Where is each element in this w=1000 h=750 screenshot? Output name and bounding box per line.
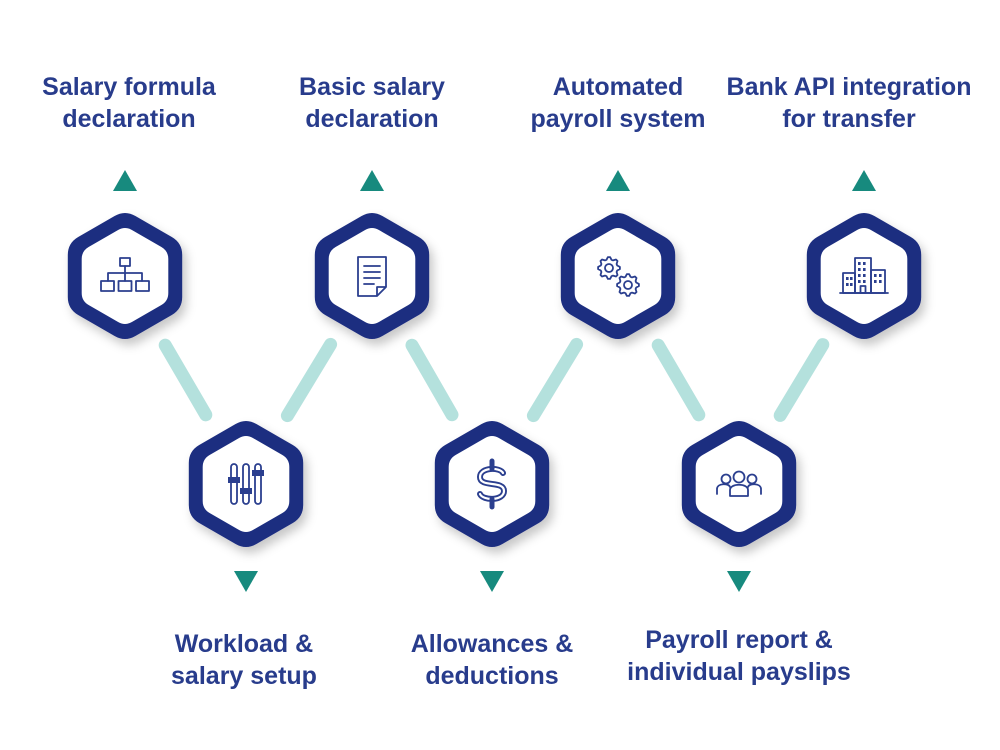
- hexagon-inner: [328, 228, 416, 324]
- connector-line: [280, 337, 338, 423]
- arrow-up-icon: [852, 170, 876, 191]
- arrow-down-icon: [234, 571, 258, 592]
- step-label-bank-api: Bank API integration for transfer: [699, 71, 999, 135]
- step-node-automated-payroll: [560, 170, 676, 339]
- buildings-icon: [839, 257, 889, 294]
- step-label-salary-formula: Salary formula declaration: [0, 71, 279, 135]
- step-node-allowances-deductions: [434, 421, 550, 592]
- arrow-down-icon: [480, 571, 504, 592]
- step-node-basic-salary: [314, 170, 430, 339]
- connector-line: [651, 338, 706, 422]
- arrow-up-icon: [113, 170, 137, 191]
- step-label-payroll-report: Payroll report & individual payslips: [589, 624, 889, 688]
- hexagon-inner: [574, 228, 662, 324]
- step-label-workload-salary-setup: Workload & salary setup: [94, 628, 394, 692]
- hexagon-inner: [202, 436, 290, 532]
- step-label-line: payroll system: [530, 105, 706, 133]
- step-label-line: Payroll report &: [645, 626, 833, 654]
- arrow-up-icon: [606, 170, 630, 191]
- gears-icon: [597, 256, 640, 297]
- step-node-workload-salary-setup: [188, 421, 304, 592]
- step-label-line: Automated: [552, 73, 684, 101]
- connector-lines: [158, 337, 830, 423]
- step-label-line: Bank API integration: [726, 73, 972, 101]
- arrow-down-icon: [727, 571, 751, 592]
- step-label-line: Salary formula: [42, 73, 216, 101]
- step-nodes: [67, 170, 922, 592]
- step-label-line: Workload &: [174, 630, 314, 658]
- step-label-line: for transfer: [782, 105, 916, 133]
- step-label-line: salary setup: [171, 662, 317, 690]
- step-label-line: declaration: [305, 105, 439, 133]
- sliders-icon: [228, 463, 264, 505]
- document-icon: [357, 256, 387, 297]
- step-label-line: declaration: [62, 105, 196, 133]
- step-label-line: individual payslips: [627, 658, 851, 686]
- step-node-salary-formula: [67, 170, 183, 339]
- connector-line: [405, 338, 459, 422]
- connector-line: [773, 338, 830, 422]
- connector-line: [158, 338, 213, 422]
- org-chart-icon: [100, 257, 150, 292]
- step-node-payroll-report: [681, 421, 797, 592]
- team-icon: [716, 470, 762, 497]
- connector-line: [526, 337, 584, 423]
- step-label-automated-payroll: Automated payroll system: [468, 71, 768, 135]
- step-label-line: Basic salary: [299, 73, 445, 101]
- step-node-bank-api: [806, 170, 922, 339]
- step-label-basic-salary: Basic salary declaration: [222, 71, 522, 135]
- dollar-icon: [476, 458, 508, 510]
- step-label-line: Allowances &: [410, 630, 574, 658]
- step-label-allowances-deductions: Allowances & deductions: [342, 628, 642, 692]
- arrow-up-icon: [360, 170, 384, 191]
- step-label-line: deductions: [425, 662, 559, 690]
